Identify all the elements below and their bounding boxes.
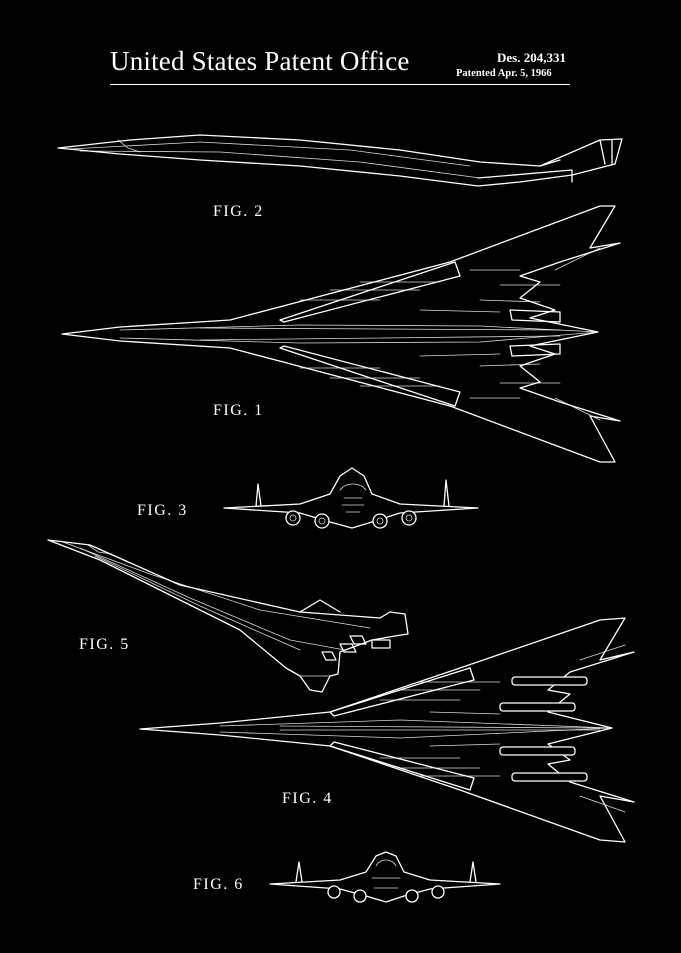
fig-4-label: FIG. 4 xyxy=(282,790,333,807)
fig-3-label: FIG. 3 xyxy=(137,502,188,519)
patent-date: Patented Apr. 5, 1966 xyxy=(456,68,552,79)
fig-5-label: FIG. 5 xyxy=(79,636,130,653)
fig-1-label: FIG. 1 xyxy=(213,402,264,419)
header-rule xyxy=(110,84,570,85)
fig-2-label: FIG. 2 xyxy=(213,203,264,220)
fig-6-label: FIG. 6 xyxy=(193,876,244,893)
page-title: United States Patent Office xyxy=(110,46,410,76)
design-number: Des. 204,331 xyxy=(497,50,566,65)
